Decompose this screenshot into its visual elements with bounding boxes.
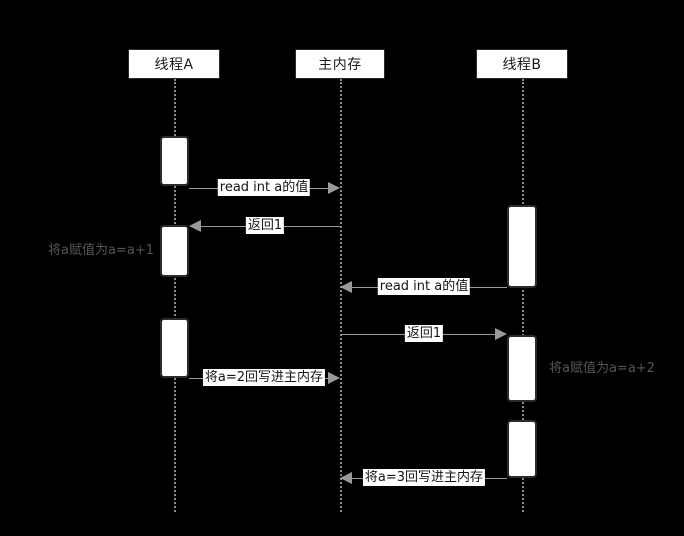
activation-threadB-3 [507,420,537,478]
message-label-read-a-threadA: read int a的值 [217,179,311,196]
participant-memory[interactable]: 主内存 [295,49,385,79]
note-assign-a-plus-1: 将a赋值为a=a+1 [48,243,154,258]
message-arrowhead-writeback-a2 [328,372,340,384]
message-label-read-a-threadB: read int a的值 [377,278,471,295]
message-arrowhead-return1-threadA [189,220,201,232]
message-arrowhead-read-a-threadA [328,182,340,194]
activation-threadA-2 [160,225,189,277]
lifeline-threadB [522,79,524,512]
message-label-writeback-a3: 将a=3回写进主内存 [362,469,486,486]
participant-threadA[interactable]: 线程A [128,49,220,79]
message-arrowhead-writeback-a3 [340,472,352,484]
note-assign-a-plus-2: 将a赋值为a=a+2 [549,361,655,376]
activation-threadA-1 [160,136,189,186]
activation-threadB-2 [507,335,537,402]
message-arrowhead-return1-threadB [495,328,507,340]
message-label-return1-threadA: 返回1 [245,217,285,234]
message-arrowhead-read-a-threadB [340,281,352,293]
message-label-writeback-a2: 将a=2回写进主内存 [202,369,326,386]
lifeline-threadA [174,79,176,512]
lifeline-memory [340,79,342,512]
activation-threadB-1 [507,205,537,288]
participant-threadB[interactable]: 线程B [476,49,568,79]
activation-threadA-3 [160,318,189,378]
message-label-return1-threadB: 返回1 [404,325,444,342]
